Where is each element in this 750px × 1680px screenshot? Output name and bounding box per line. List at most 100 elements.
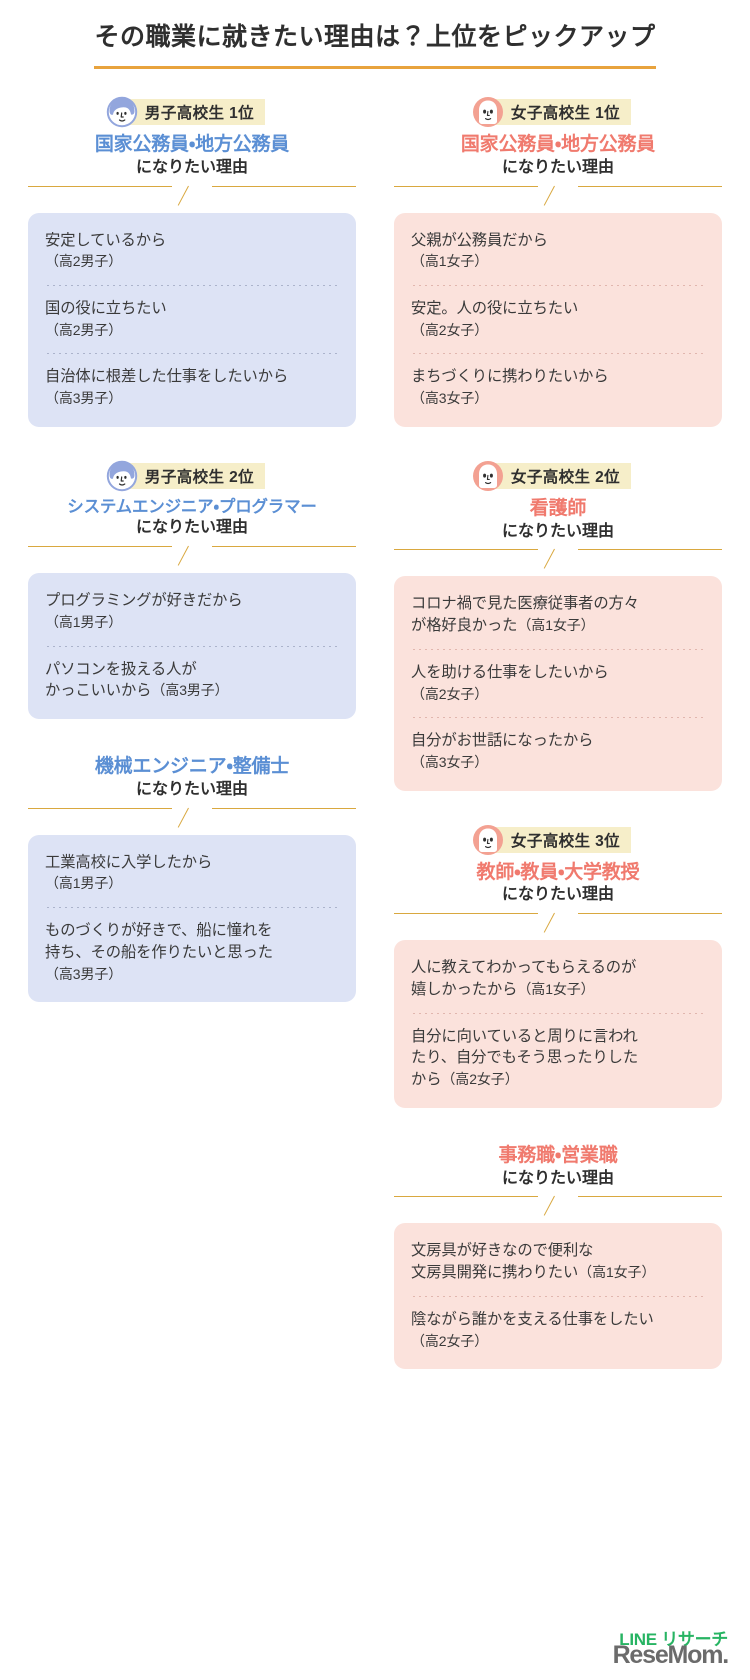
resemom-logo: ReseMom. — [612, 1641, 730, 1669]
quote-attribution: （高3女子） — [411, 754, 489, 770]
job-title: 機械エンジニア・整備士 — [94, 756, 290, 778]
girl-student-avatar-icon — [471, 823, 505, 857]
reason-label: になりたい理由 — [501, 886, 614, 904]
job-section: 事務職・営業職になりたい理由文房具が好きなので便利な文房具開発に携わりたい（高1… — [394, 1144, 722, 1370]
quote-item: 自分に向いていると周りに言われたり、自分でもそう思ったりしたから（高2女子） — [411, 1026, 705, 1091]
boys-column: 男子高校生 1位国家公務員・地方公務員になりたい理由 安定しているから （高2男子）… — [28, 96, 375, 1010]
content-columns: 男子高校生 1位国家公務員・地方公務員になりたい理由安定しているから（高2男子）… — [0, 96, 750, 1377]
quote-attribution: （高2男子） — [45, 321, 123, 338]
quote-attribution: （高1女子） — [578, 1264, 656, 1281]
job-section: 女子高校生 2位看護師になりたい理由コロナ禍で見た医療従事者の方々が格好良かった… — [394, 460, 722, 791]
quote-separator — [411, 648, 705, 650]
quote-attribution: （高3男子） — [45, 965, 123, 982]
quote-attribution: （高2女子） — [411, 321, 489, 338]
quote-separator — [411, 1295, 705, 1297]
job-section: 女子高校生 3位教師・教員・大学教授になりたい理由人に教えてわかってもらえるのが… — [394, 824, 722, 1108]
job-title: 国家公務員・地方公務員 — [94, 134, 290, 155]
quote-text: ものづくりが好きで、船に憧れを — [45, 922, 273, 940]
quote-text: 自分に向いていると周りに言われ — [411, 1027, 638, 1045]
quote-attribution: （高1女子） — [517, 617, 595, 634]
quote-separator — [45, 907, 339, 909]
boy-student-avatar-icon — [105, 459, 139, 493]
quote-item: ものづくりが好きで、船に憧れを持ち、その船を作りたいと思った （高3男子） — [45, 920, 339, 985]
section-divider — [394, 913, 722, 935]
quote-separator — [411, 717, 705, 719]
rank-badge: 男子高校生 2位 — [106, 460, 266, 492]
quote-text: 文房具が好きなので便利な — [411, 1242, 594, 1260]
quote-text: 父親が公務員だから — [411, 231, 548, 249]
quote-text: パソコンを扱える人が — [45, 660, 197, 678]
quote-item: 安定。人の役に立ちたい（高2女子） — [411, 298, 705, 341]
rank-badge-row: 男子高校生 2位 — [28, 460, 356, 492]
quote-item: 自分がお世話になったから （高3女子） — [411, 730, 705, 773]
quote-text: から — [411, 1071, 442, 1089]
title-divider — [94, 66, 656, 69]
quote-separator — [411, 1012, 705, 1014]
job-title: 国家公務員・地方公務員 — [460, 134, 656, 155]
quote-item: 自治体に根差した仕事をしたいから（高3男子） — [45, 366, 339, 409]
quote-attribution: （高2女子） — [411, 1332, 489, 1349]
quote-attribution: （高1女子） — [517, 980, 595, 997]
quote-card: 工業高校に入学したから （高1男子） ものづくりが好きで、船に憧れを持ち、その船を作… — [28, 834, 356, 1003]
rank-badge: 女子高校生 1位 — [472, 97, 632, 127]
quote-item: 陰ながら誰かを支える仕事をしたい（高2女子） — [411, 1309, 705, 1352]
quote-text: 持ち、その船を作りたいと思った — [45, 943, 273, 961]
reason-label: になりたい理由 — [501, 1169, 614, 1187]
section-divider — [394, 185, 722, 208]
quote-text: が格好良かった — [411, 617, 518, 635]
quote-separator — [45, 645, 339, 647]
page-header: その職業に就きたい理由は？上位をピックアップ — [0, 0, 750, 69]
job-title: システムエンジニア・プログラマー — [67, 497, 317, 516]
reason-label: になりたい理由 — [135, 519, 248, 537]
quote-text: たり、自分でもそう思ったりした — [411, 1049, 639, 1067]
rank-badge-label: 女子高校生 1位 — [510, 105, 621, 122]
quote-attribution: （高3男子） — [151, 682, 229, 699]
quote-text: 自分がお世話になったから — [411, 732, 594, 750]
quote-item: プログラミングが好きだから（高1男子） — [45, 590, 339, 633]
quote-attribution: （高3女子） — [411, 390, 489, 407]
quote-text: 工業高校に入学したから — [45, 853, 213, 871]
quote-item: 人を助ける仕事をしたいから（高2女子） — [411, 662, 705, 705]
quote-card: プログラミングが好きだから（高1男子） パソコンを扱える人がかっこいいから（高3男… — [28, 573, 356, 720]
quote-item: まちづくりに携わりたいから （高3女子） — [411, 366, 705, 409]
quote-separator — [45, 284, 339, 286]
quote-attribution: （高1女子） — [411, 253, 489, 270]
rank-badge-label: 男子高校生 2位 — [144, 468, 255, 486]
reason-label: になりたい理由 — [501, 522, 614, 540]
quote-attribution: （高1男子） — [45, 875, 123, 892]
rank-badge-label: 男子高校生 1位 — [144, 105, 255, 122]
rank-badge-row: 女子高校生 1位 — [394, 97, 722, 127]
job-title: 事務職・営業職 — [498, 1144, 618, 1166]
quote-separator — [411, 353, 705, 355]
job-title: 看護師 — [529, 497, 587, 519]
rank-badge-label: 女子高校生 3位 — [510, 832, 621, 850]
girls-column: 女子高校生 1位国家公務員・地方公務員になりたい理由父親が公務員だから（高1女子… — [375, 97, 722, 1377]
quote-text: まちづくりに携わりたいから — [411, 368, 609, 386]
quote-item: 工業高校に入学したから （高1男子） — [45, 852, 339, 895]
quote-attribution: （高2女子） — [441, 1071, 519, 1088]
quote-text: 安定しているから — [45, 231, 167, 249]
quote-item: 安定しているから （高2男子） — [45, 230, 339, 273]
rank-badge: 女子高校生 2位 — [472, 460, 632, 491]
section-divider — [28, 546, 356, 568]
page-title: その職業に就きたい理由は？上位をピックアップ — [94, 23, 656, 51]
quote-text: コロナ禍で見た医療従事者の方々 — [411, 595, 639, 613]
rank-badge-label: 女子高校生 2位 — [510, 468, 621, 486]
quote-card: 文房具が好きなので便利な文房具開発に携わりたい（高1女子）陰ながら誰かを支える仕… — [394, 1223, 722, 1370]
quote-attribution: （高2男子） — [45, 253, 123, 270]
rank-badge-row: 女子高校生 3位 — [394, 824, 722, 855]
section-divider — [28, 807, 356, 830]
quote-text: 国の役に立ちたい — [45, 299, 167, 317]
quote-text: 嬉しかったから — [411, 980, 518, 998]
quote-card: 安定しているから （高2男子） 国の役に立ちたい （高2男子） 自治体に根差した仕事をし… — [28, 212, 356, 427]
reason-label: になりたい理由 — [135, 780, 248, 798]
quote-text: プログラミングが好きだから — [45, 592, 243, 610]
job-section: 機械エンジニア・整備士になりたい理由工業高校に入学したから （高1男子） ものづくり… — [28, 755, 356, 1003]
job-section: 女子高校生 1位国家公務員・地方公務員になりたい理由父親が公務員だから （高1女子… — [394, 97, 722, 427]
section-divider — [28, 185, 356, 208]
quote-item: 国の役に立ちたい （高2男子） — [45, 298, 339, 341]
reason-label: になりたい理由 — [501, 158, 614, 176]
rank-badge-row: 男子高校生 1位 — [28, 96, 356, 128]
boy-student-avatar-icon — [105, 95, 139, 129]
quote-text: かっこいいから — [45, 682, 152, 700]
